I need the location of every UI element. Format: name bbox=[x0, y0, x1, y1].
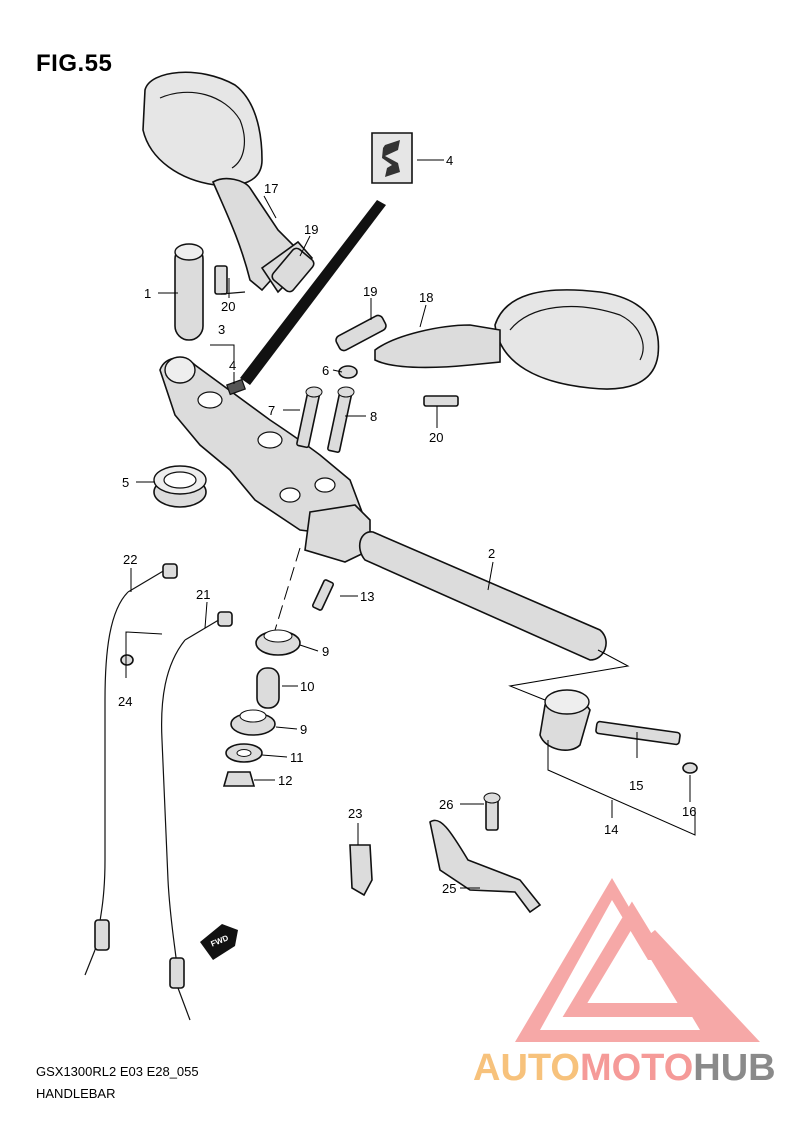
bar-end-weight bbox=[539, 689, 591, 751]
leader-lines bbox=[125, 159, 691, 889]
damper-5 bbox=[153, 465, 207, 508]
bolt-7 bbox=[296, 386, 323, 449]
callout-19-left: 19 bbox=[304, 222, 318, 237]
callout-3: 3 bbox=[218, 322, 225, 337]
callout-13: 13 bbox=[360, 589, 374, 604]
figure-title: FIG.55 bbox=[36, 50, 113, 77]
cable-clamp-23 bbox=[349, 844, 373, 897]
watermark-auto: AUTO bbox=[473, 1047, 580, 1089]
rubber-9-upper bbox=[255, 629, 301, 656]
callout-6: 6 bbox=[322, 363, 329, 378]
callout-26: 26 bbox=[439, 797, 453, 812]
screw-16 bbox=[682, 762, 698, 774]
callout-14: 14 bbox=[604, 822, 618, 837]
callout-2: 2 bbox=[488, 546, 495, 561]
emblem-pointer-arrow bbox=[240, 200, 386, 385]
callout-15: 15 bbox=[629, 778, 643, 793]
bracket-14-leader bbox=[547, 740, 696, 836]
screw-right-mirror bbox=[423, 395, 459, 407]
callout-22: 22 bbox=[123, 552, 137, 567]
callout-18: 18 bbox=[419, 290, 433, 305]
callout-9-upper: 9 bbox=[322, 644, 329, 659]
bolt-26 bbox=[483, 792, 501, 831]
left-mirror-bracket bbox=[271, 247, 315, 293]
callout-19-right: 19 bbox=[363, 284, 377, 299]
callout-12: 12 bbox=[278, 773, 292, 788]
callout-8: 8 bbox=[370, 409, 377, 424]
nut-12 bbox=[222, 771, 256, 787]
handlebar-tube bbox=[358, 531, 607, 661]
callout-4-top: 4 bbox=[446, 153, 453, 168]
callout-7: 7 bbox=[268, 403, 275, 418]
callout-11: 11 bbox=[290, 750, 304, 765]
centre-dash bbox=[271, 547, 301, 641]
callout-17: 17 bbox=[264, 181, 278, 196]
bolt-13 bbox=[311, 579, 335, 611]
bolt-8 bbox=[327, 386, 355, 453]
section-name: HANDLEBAR bbox=[36, 1086, 116, 1101]
screw-24 bbox=[120, 654, 134, 666]
callout-10: 10 bbox=[300, 679, 314, 694]
rubber-9-lower bbox=[230, 709, 276, 736]
watermark-triangle-logo bbox=[515, 878, 760, 1042]
callout-25: 25 bbox=[442, 881, 456, 896]
cap-6 bbox=[338, 365, 358, 379]
throttle-cable-21 bbox=[161, 611, 233, 1021]
washer-11 bbox=[225, 743, 263, 763]
upper-bracket bbox=[159, 356, 366, 536]
callout-20-left: 20 bbox=[221, 299, 235, 314]
watermark-hub: HUB bbox=[693, 1047, 776, 1089]
watermark-wordmark: AUTOMOTOHUB bbox=[473, 1048, 776, 1088]
watermark-moto: MOTO bbox=[579, 1047, 694, 1089]
callout-24: 24 bbox=[118, 694, 132, 709]
callout-5: 5 bbox=[122, 475, 129, 490]
handlebar-grip-left bbox=[174, 243, 204, 341]
screw-left-mirror bbox=[214, 265, 246, 295]
callout-16: 16 bbox=[682, 804, 696, 819]
suzuki-emblem bbox=[371, 132, 413, 184]
callout-1: 1 bbox=[144, 286, 151, 301]
break-line bbox=[508, 649, 630, 701]
throttle-cable-22 bbox=[84, 563, 178, 976]
callout-21: 21 bbox=[196, 587, 210, 602]
callout-20-right: 20 bbox=[429, 430, 443, 445]
right-mirror bbox=[374, 289, 660, 390]
model-code: GSX1300RL2 E03 E28_055 bbox=[36, 1064, 199, 1079]
callout-4-bracket: 4 bbox=[229, 358, 236, 373]
screw-15 bbox=[595, 720, 681, 746]
callout-9-lower: 9 bbox=[300, 722, 307, 737]
bracket-25 bbox=[429, 819, 542, 914]
callout-23: 23 bbox=[348, 806, 362, 821]
right-mirror-plate bbox=[335, 314, 387, 352]
collar-10 bbox=[256, 667, 280, 709]
fwd-direction-arrow: FWD bbox=[200, 924, 238, 960]
